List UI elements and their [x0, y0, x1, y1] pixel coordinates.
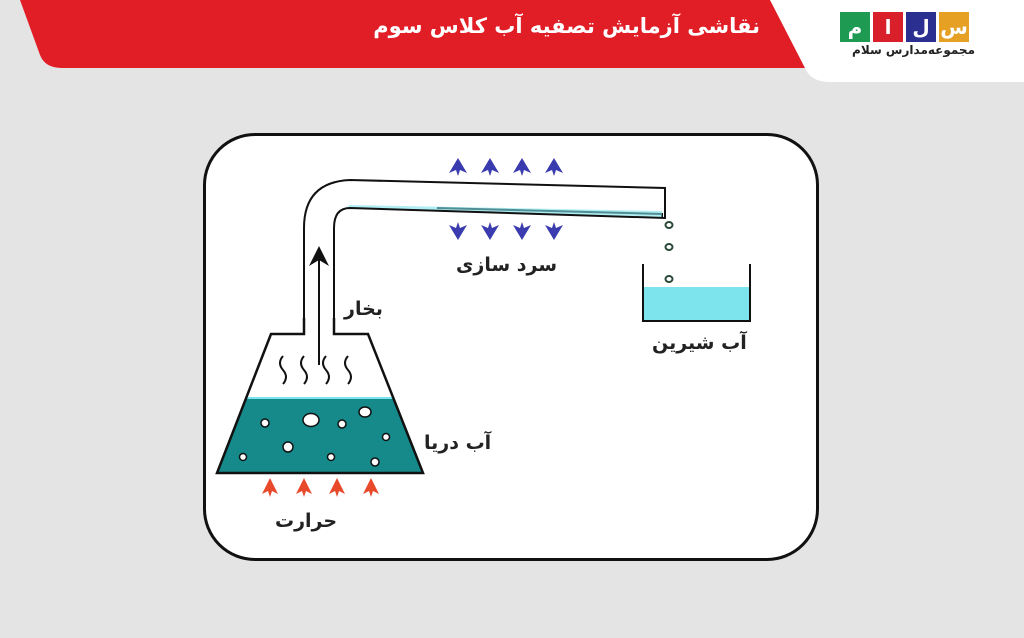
condenser-tube — [303, 178, 666, 318]
water-droplets — [664, 221, 674, 283]
flask — [215, 318, 425, 475]
school-logo[interactable]: م ا ل س مجموعه‌مدارس سلام — [840, 12, 985, 62]
beaker — [642, 264, 751, 322]
vapor-waves-icon — [279, 355, 352, 385]
logo-tile-lam: ل — [906, 12, 936, 42]
cooling-arrows-up-icon — [449, 158, 563, 176]
label-cooling: سرد سازی — [456, 254, 558, 276]
heat-arrows-icon — [262, 478, 379, 497]
logo-tile-alef: ا — [873, 12, 903, 42]
label-heat: حرارت — [275, 510, 338, 532]
sea-water — [217, 398, 423, 473]
label-fresh-water: آب شیرین — [652, 332, 747, 354]
label-steam: بخار — [344, 298, 383, 320]
cooling-arrows-down-icon — [449, 222, 563, 240]
logo-tile-sin: س — [939, 12, 969, 42]
page-title: نقاشی آزمایش تصفیه آب کلاس سوم — [373, 14, 760, 38]
logo-caption: مجموعه‌مدارس سلام — [852, 43, 975, 57]
bubbles — [238, 406, 391, 467]
header-banner: نقاشی آزمایش تصفیه آب کلاس سوم م ا ل س م… — [0, 0, 1024, 90]
label-sea-water: آب دریا — [424, 432, 492, 454]
fresh-water — [643, 287, 750, 320]
logo-tiles: م ا ل س — [840, 12, 985, 42]
logo-tile-mim: م — [840, 12, 870, 42]
